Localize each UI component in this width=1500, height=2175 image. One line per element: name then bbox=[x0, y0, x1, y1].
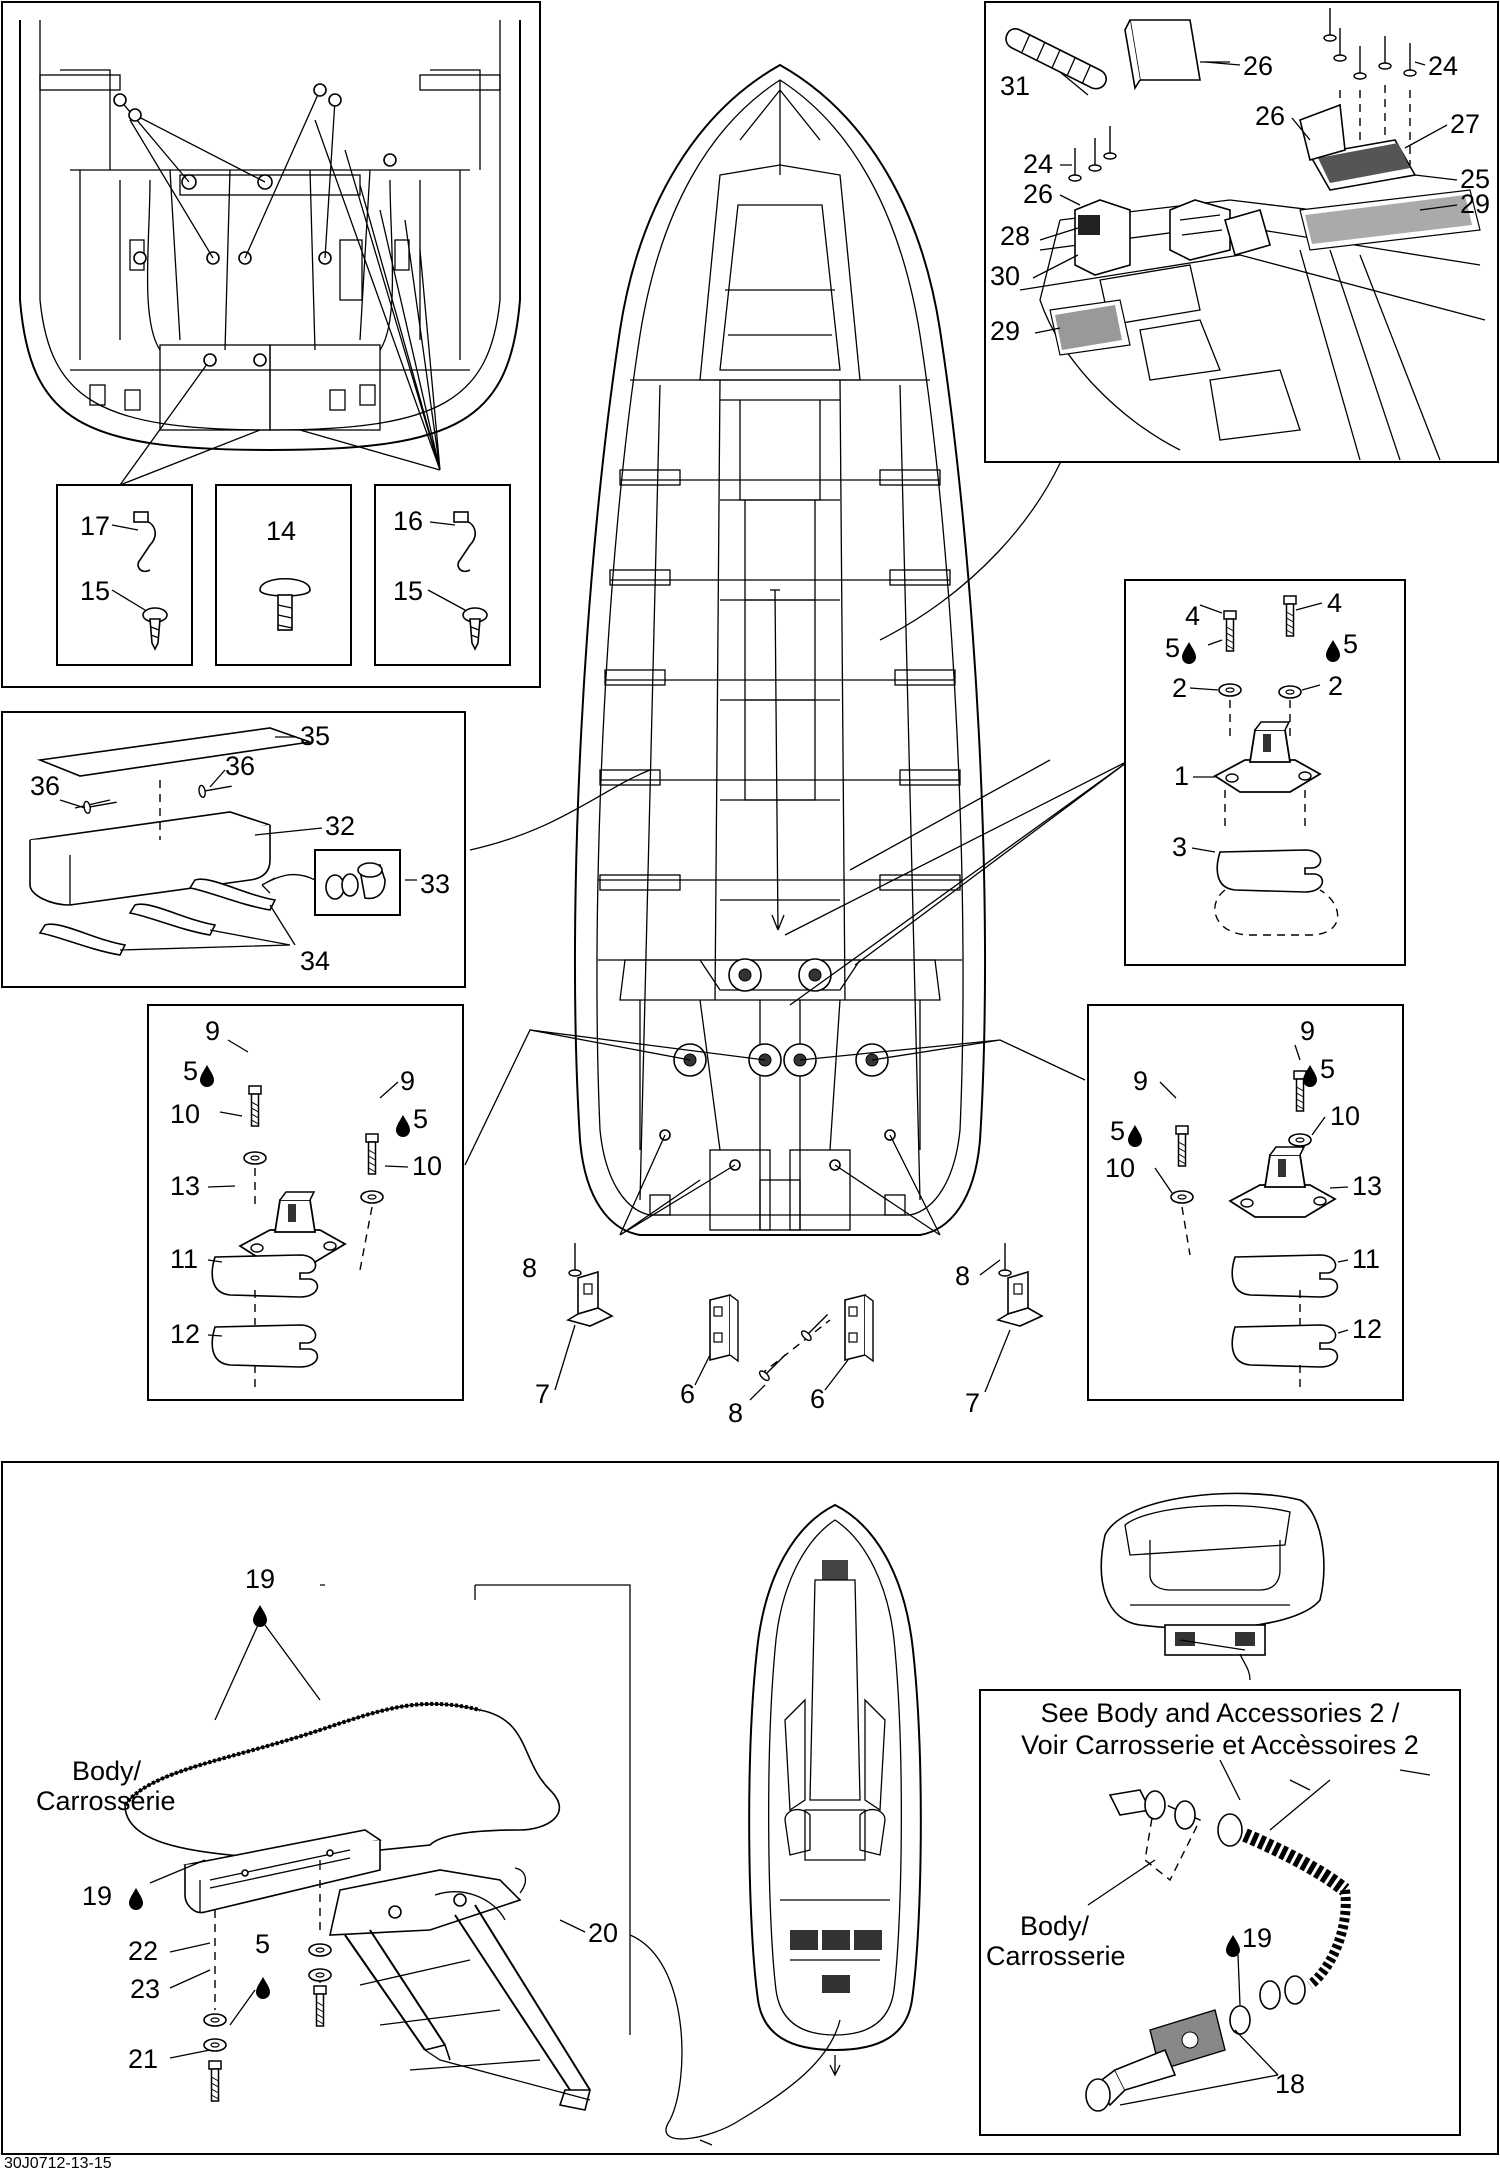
callout-23: 23 bbox=[130, 1974, 160, 2004]
deck-callouts: 31 26 24 26 27 24 25 26 29 28 30 29 bbox=[990, 51, 1490, 346]
callout-6-left: 6 bbox=[680, 1379, 695, 1409]
callout-5-right: 5 bbox=[1343, 629, 1358, 659]
callout-10-right-b: 10 bbox=[1105, 1153, 1135, 1183]
callout-10-left-b: 10 bbox=[412, 1151, 442, 1181]
callout-15-right: 15 bbox=[393, 576, 423, 606]
callout-8-left: 8 bbox=[522, 1253, 537, 1283]
callout-3: 3 bbox=[1172, 832, 1187, 862]
callout-13-right: 13 bbox=[1352, 1171, 1382, 1201]
callout-2-right: 2 bbox=[1328, 671, 1343, 701]
callout-35: 35 bbox=[300, 721, 330, 751]
callout-17: 17 bbox=[80, 511, 110, 541]
callout-10-left-a: 10 bbox=[170, 1099, 200, 1129]
callout-21: 21 bbox=[128, 2044, 158, 2074]
callout-5-left-a: 5 bbox=[183, 1056, 198, 1086]
reference-code: 30J0712-13-15 bbox=[4, 2155, 112, 2172]
rear-mount-box-left: 9 5 10 9 5 10 13 11 12 bbox=[147, 1004, 464, 1401]
body-label-top-line1: Body/ bbox=[72, 1756, 142, 1786]
callout-25: 25 bbox=[1460, 164, 1490, 194]
callout-11-right: 11 bbox=[1352, 1244, 1380, 1274]
callout-5-right-b: 5 bbox=[1110, 1116, 1125, 1146]
callout-29-right: 29 bbox=[1460, 189, 1490, 219]
callout-9-right-a: 9 bbox=[1300, 1016, 1315, 1046]
callout-5-right-a: 5 bbox=[1320, 1054, 1335, 1084]
callout-6-right: 6 bbox=[810, 1384, 825, 1414]
body-label-bottom-line1: Body/ bbox=[1020, 1911, 1090, 1941]
callout-26-mid: 26 bbox=[1255, 101, 1285, 131]
bracket-assembly: 8 7 6 8 6 8 7 bbox=[522, 1242, 1043, 1428]
callout-5-left-b: 5 bbox=[413, 1104, 428, 1134]
callout-5-bottom: 5 bbox=[255, 1929, 270, 1959]
callout-26-top: 26 bbox=[1243, 51, 1273, 81]
callout-8-center: 8 bbox=[728, 1398, 743, 1428]
callout-16: 16 bbox=[393, 506, 423, 536]
storage-tray-box: 35 36 36 32 33 34 bbox=[1, 711, 466, 988]
callout-5-left: 5 bbox=[1165, 633, 1180, 663]
rear-mount-box-right: 9 5 10 9 5 10 13 11 12 bbox=[1087, 1004, 1404, 1401]
callout-36-right: 36 bbox=[225, 751, 255, 781]
callout-19-left: 19 bbox=[82, 1881, 112, 1911]
callout-34: 34 bbox=[300, 946, 330, 976]
callout-7-right: 7 bbox=[965, 1388, 980, 1418]
callout-13-left: 13 bbox=[170, 1171, 200, 1201]
callout-9-left-a: 9 bbox=[205, 1016, 220, 1046]
boarding-ladder-panel: Body/ Carrosserie 19 19 20 22 23 5 21 bbox=[1, 1461, 1499, 2155]
callout-18: 18 bbox=[1275, 2069, 1305, 2099]
callout-12-left: 12 bbox=[170, 1319, 200, 1349]
callout-32: 32 bbox=[325, 811, 355, 841]
callout-24-top: 24 bbox=[1428, 51, 1458, 81]
callout-15: 15 bbox=[80, 576, 110, 606]
callout-11-left: 11 bbox=[170, 1244, 198, 1274]
callout-2-left: 2 bbox=[1172, 673, 1187, 703]
callout-36-left: 36 bbox=[30, 771, 60, 801]
callout-9-left-b: 9 bbox=[400, 1066, 415, 1096]
callout-1: 1 bbox=[1174, 761, 1189, 791]
see-also-line1: See Body and Accessories 2 / bbox=[1041, 1698, 1400, 1728]
callout-31: 31 bbox=[1000, 71, 1030, 101]
see-also-line2: Voir Carrosserie et Accèssoires 2 bbox=[1021, 1730, 1419, 1760]
body-label-top-line2: Carrosserie bbox=[36, 1786, 176, 1816]
callout-19-right: 19 bbox=[1242, 1923, 1272, 1953]
callout-33: 33 bbox=[420, 869, 450, 899]
hull-leaders bbox=[849, 759, 1051, 871]
callout-24-left: 24 bbox=[1023, 149, 1053, 179]
callout-19-top: 19 bbox=[245, 1564, 275, 1594]
callout-20: 20 bbox=[588, 1918, 618, 1948]
callout-30: 30 bbox=[990, 261, 1020, 291]
callout-29-left: 29 bbox=[990, 316, 1020, 346]
fastener-box-17-15: 17 15 bbox=[56, 484, 193, 666]
deck-foam-panel bbox=[984, 1, 1499, 463]
callout-12-right: 12 bbox=[1352, 1314, 1382, 1344]
front-mount-box: 4 5 2 4 5 2 1 3 bbox=[1124, 579, 1406, 966]
callout-9-right-b: 9 bbox=[1133, 1066, 1148, 1096]
callout-10-right-a: 10 bbox=[1330, 1101, 1360, 1131]
callout-27: 27 bbox=[1450, 109, 1480, 139]
callout-28: 28 bbox=[1000, 221, 1030, 251]
callout-26-left: 26 bbox=[1023, 179, 1053, 209]
callout-7-left: 7 bbox=[535, 1379, 550, 1409]
fastener-box-14: 14 bbox=[215, 484, 352, 666]
callout-8-right: 8 bbox=[955, 1261, 970, 1291]
main-hull-view bbox=[464, 63, 1131, 1236]
callout-22: 22 bbox=[128, 1936, 158, 1966]
fastener-box-16-15: 16 15 bbox=[374, 484, 511, 666]
callout-4-left: 4 bbox=[1185, 601, 1200, 631]
callout-14: 14 bbox=[266, 516, 296, 546]
body-label-bottom-line2: Carrosserie bbox=[986, 1941, 1126, 1971]
callout-4-right: 4 bbox=[1327, 588, 1342, 618]
